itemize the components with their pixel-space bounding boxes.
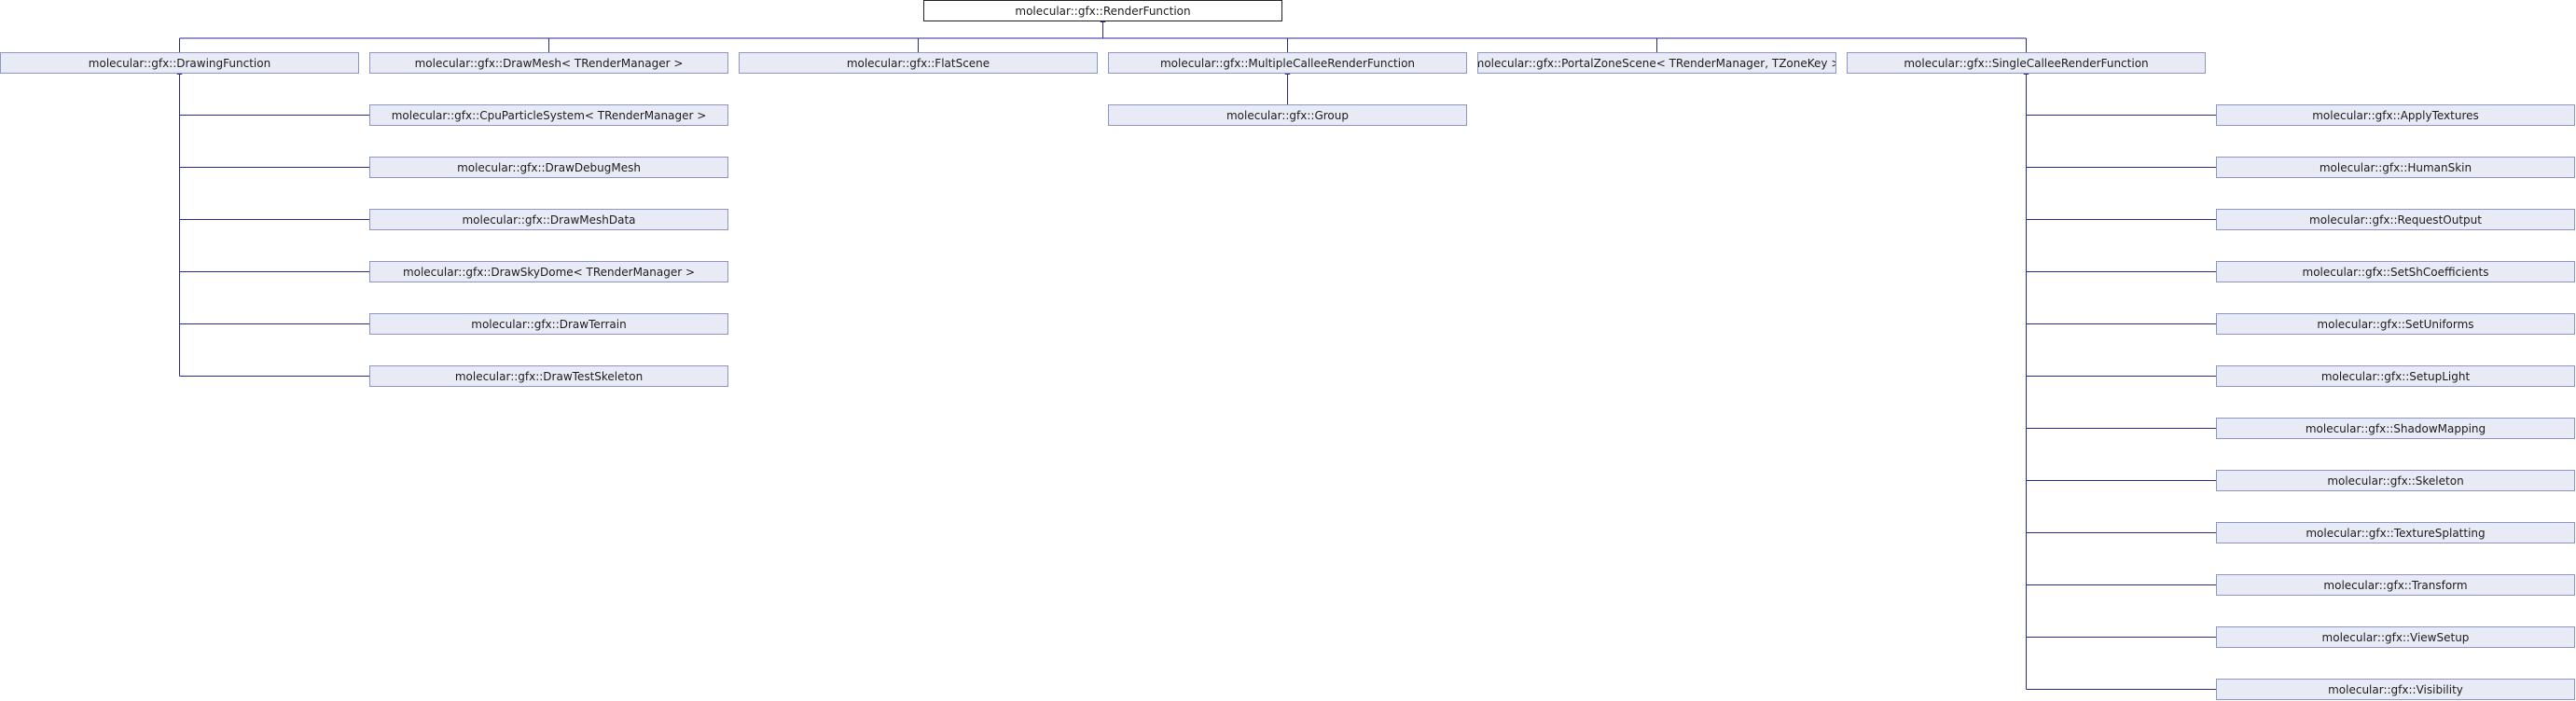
class-node-singlecalleerenderfunction[interactable]: molecular::gfx::SingleCalleeRenderFuncti… — [1847, 52, 2206, 74]
class-node-visibility[interactable]: molecular::gfx::Visibility — [2216, 679, 2575, 700]
class-node-multiplecalleerenderfunction[interactable]: molecular::gfx::MultipleCalleeRenderFunc… — [1108, 52, 1467, 74]
class-node-shadowmapping[interactable]: molecular::gfx::ShadowMapping — [2216, 418, 2575, 439]
class-node-drawdebugmesh[interactable]: molecular::gfx::DrawDebugMesh — [369, 157, 728, 178]
class-node-applytextures[interactable]: molecular::gfx::ApplyTextures — [2216, 104, 2575, 126]
class-node-renderfunction[interactable]: molecular::gfx::RenderFunction — [923, 0, 1282, 21]
class-node-viewsetup[interactable]: molecular::gfx::ViewSetup — [2216, 626, 2575, 648]
class-node-drawmesh[interactable]: molecular::gfx::DrawMesh< TRenderManager… — [369, 52, 728, 74]
class-node-drawtestskeleton[interactable]: molecular::gfx::DrawTestSkeleton — [369, 365, 728, 387]
class-node-setshcoefficients[interactable]: molecular::gfx::SetShCoefficients — [2216, 261, 2575, 282]
class-node-skeleton[interactable]: molecular::gfx::Skeleton — [2216, 470, 2575, 491]
class-node-setuplight[interactable]: molecular::gfx::SetupLight — [2216, 365, 2575, 387]
class-node-setuniforms[interactable]: molecular::gfx::SetUniforms — [2216, 313, 2575, 335]
class-node-requestoutput[interactable]: molecular::gfx::RequestOutput — [2216, 209, 2575, 230]
class-node-humanskin[interactable]: molecular::gfx::HumanSkin — [2216, 157, 2575, 178]
class-node-drawingfunction[interactable]: molecular::gfx::DrawingFunction — [0, 52, 359, 74]
class-node-group[interactable]: molecular::gfx::Group — [1108, 104, 1467, 126]
class-node-flatscene[interactable]: molecular::gfx::FlatScene — [739, 52, 1098, 74]
class-node-drawterrain[interactable]: molecular::gfx::DrawTerrain — [369, 313, 728, 335]
class-node-transform[interactable]: molecular::gfx::Transform — [2216, 574, 2575, 596]
class-node-drawmeshdata[interactable]: molecular::gfx::DrawMeshData — [369, 209, 728, 230]
class-node-texturesplatting[interactable]: molecular::gfx::TextureSplatting — [2216, 522, 2575, 543]
class-node-portalzonescene[interactable]: molecular::gfx::PortalZoneScene< TRender… — [1477, 52, 1836, 74]
class-node-cpuparticlesystem[interactable]: molecular::gfx::CpuParticleSystem< TRend… — [369, 104, 728, 126]
class-node-drawskydome[interactable]: molecular::gfx::DrawSkyDome< TRenderMana… — [369, 261, 728, 282]
